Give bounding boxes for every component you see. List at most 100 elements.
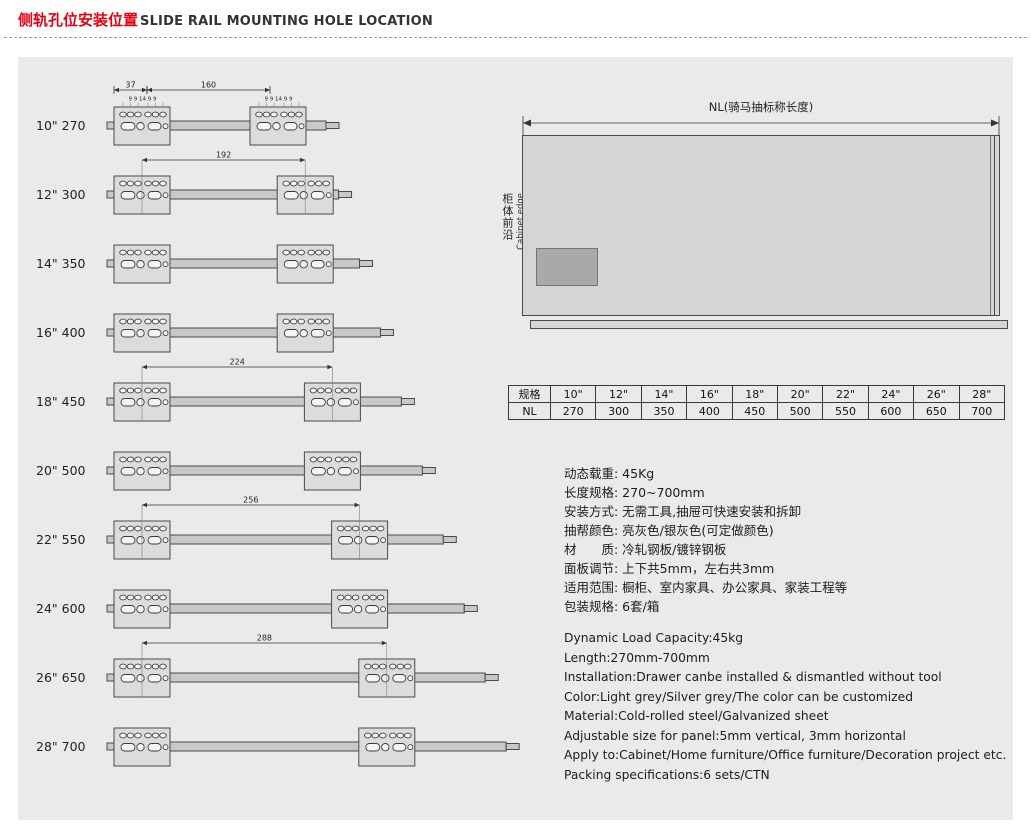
rail-diagram bbox=[106, 589, 478, 629]
rail-size-label: 24" 600 bbox=[36, 601, 86, 616]
spec-line-cn: 抽帮颜色: 亮灰色/银灰色(可定做颜色) bbox=[564, 523, 774, 538]
cabinet-right-edge-line bbox=[994, 136, 995, 315]
rail-front-tab bbox=[106, 190, 115, 199]
table-row-label: 规格 bbox=[508, 385, 551, 403]
rail-end-cap bbox=[338, 191, 353, 198]
mounting-block bbox=[113, 589, 171, 629]
spec-line-cn: 材 质: 冷轧钢板/镀锌钢板 bbox=[564, 542, 727, 557]
table-cell: 500 bbox=[776, 402, 824, 420]
table-cell: 400 bbox=[686, 402, 733, 420]
rail-row: 18" 450 224 bbox=[28, 357, 558, 426]
rail-end-cap bbox=[400, 398, 415, 405]
rail-bar bbox=[169, 534, 444, 545]
table-cell: 28" bbox=[958, 385, 1006, 403]
mounting-block bbox=[331, 589, 389, 629]
rail-end-cap bbox=[505, 743, 520, 750]
rail-diagram bbox=[106, 313, 394, 353]
rail-end-cap bbox=[484, 674, 499, 681]
rail-row: 26" 650 288 bbox=[28, 633, 558, 702]
table-cell: 450 bbox=[731, 402, 778, 420]
table-cell: 350 bbox=[640, 402, 688, 420]
svg-text:192: 192 bbox=[216, 151, 231, 160]
rail-diagram: 192 bbox=[106, 151, 353, 215]
cabinet-inner-block bbox=[536, 248, 598, 286]
table-cell: 300 bbox=[595, 402, 642, 420]
rail-row: 16" 400 bbox=[28, 288, 558, 357]
table-cell: 270 bbox=[549, 402, 597, 420]
mounting-block bbox=[276, 313, 334, 353]
rail-front-tab bbox=[106, 397, 115, 406]
rail-front-tab bbox=[106, 466, 115, 475]
mounting-block bbox=[113, 451, 171, 491]
rail-size-label: 20" 500 bbox=[36, 463, 86, 478]
nl-dimension-label: NL(骑马抽标称长度) bbox=[708, 100, 814, 114]
rail-front-tab bbox=[106, 328, 115, 337]
mounting-block bbox=[113, 727, 171, 767]
rail-front-tab bbox=[106, 742, 115, 751]
rail-size-label: 14" 350 bbox=[36, 256, 86, 271]
rail-front-tab bbox=[106, 604, 115, 613]
cabinet-right-inner-line bbox=[990, 136, 991, 315]
rail-diagram: 224 bbox=[106, 358, 415, 422]
table-cell: 22" bbox=[822, 385, 869, 403]
spec-line-cn: 适用范围: 橱柜、室内家具、办公家具、家装工程等 bbox=[564, 580, 848, 595]
spec-line-cn: 包装规格: 6套/箱 bbox=[564, 599, 660, 614]
svg-text:9 9 14 9 9: 9 9 14 9 9 bbox=[129, 97, 157, 103]
rail-bar bbox=[169, 672, 486, 683]
table-cell: 12" bbox=[595, 385, 642, 403]
mounting-block bbox=[249, 106, 307, 146]
rail-size-label: 18" 450 bbox=[36, 394, 86, 409]
rail-end-cap bbox=[325, 122, 340, 129]
mounting-block bbox=[276, 244, 334, 284]
mounting-block bbox=[113, 175, 171, 215]
rail-bar bbox=[169, 327, 381, 338]
table-cell: 20" bbox=[776, 385, 824, 403]
rail-diagram: 288 bbox=[106, 634, 499, 698]
spec-line-en: Color:Light grey/Silver grey/The color c… bbox=[564, 689, 914, 704]
mounting-block bbox=[113, 106, 171, 146]
table-row-label: NL bbox=[508, 402, 551, 420]
rail-row: 14" 350 bbox=[28, 219, 558, 288]
rail-size-label: 16" 400 bbox=[36, 325, 86, 340]
rail-front-tab bbox=[106, 535, 115, 544]
rail-end-cap bbox=[463, 605, 478, 612]
rail-size-label: 26" 650 bbox=[36, 670, 86, 685]
cabinet-edge-label-cn: 柜体前沿 bbox=[501, 193, 514, 241]
mounting-block bbox=[303, 451, 361, 491]
svg-text:224: 224 bbox=[230, 358, 245, 367]
rail-front-tab bbox=[106, 673, 115, 682]
rail-bar bbox=[169, 741, 507, 752]
cabinet-edge-label: 柜体前沿 Cabinet edge bbox=[499, 193, 526, 250]
table-cell: 700 bbox=[958, 402, 1006, 420]
table-cell: 16" bbox=[686, 385, 733, 403]
table-cell: 14" bbox=[640, 385, 688, 403]
table-cell: 550 bbox=[822, 402, 869, 420]
mounting-block bbox=[113, 313, 171, 353]
svg-text:160: 160 bbox=[201, 81, 216, 90]
rail-size-label: 28" 700 bbox=[36, 739, 86, 754]
rail-bar bbox=[169, 396, 402, 407]
cabinet-bottom-rail bbox=[530, 320, 1008, 329]
rail-bar bbox=[169, 603, 465, 614]
rail-end-cap bbox=[421, 467, 436, 474]
rail-front-tab bbox=[106, 121, 115, 130]
spec-line-cn: 面板调节: 上下共5mm，左右共3mm bbox=[564, 561, 775, 576]
rail-end-cap bbox=[442, 536, 457, 543]
rail-row: 12" 300 192 bbox=[28, 150, 558, 219]
rail-size-label: 12" 300 bbox=[36, 187, 86, 202]
rail-front-tab bbox=[106, 259, 115, 268]
rail-diagram bbox=[106, 451, 436, 491]
table-cell: 26" bbox=[913, 385, 960, 403]
rail-end-cap bbox=[379, 329, 394, 336]
table-cell: 18" bbox=[731, 385, 778, 403]
